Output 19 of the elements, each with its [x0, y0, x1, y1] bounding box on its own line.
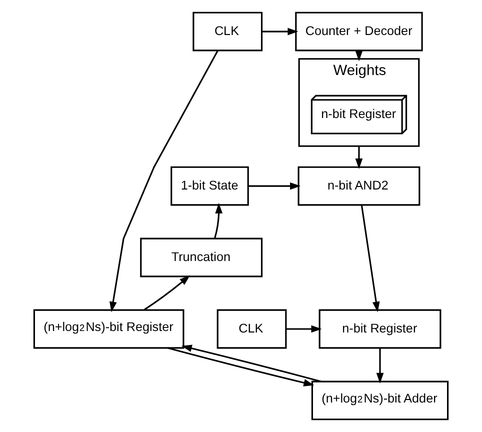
arrow — [262, 28, 298, 36]
node-box: CLK — [192, 12, 263, 52]
node-box: CLK — [216, 309, 287, 349]
node-box: Truncation — [140, 238, 263, 278]
node-box: (n+log2Ns)-bit Adder — [311, 380, 449, 420]
node-box: 1-bit State — [170, 166, 249, 206]
arrow — [360, 205, 380, 312]
node-box: n-bit Register — [318, 309, 442, 349]
arrow — [355, 146, 363, 170]
arrow — [214, 202, 223, 238]
arrow — [376, 348, 384, 384]
node-box: n-bit AND2 — [298, 166, 420, 206]
arrow — [248, 182, 301, 190]
arrow — [144, 275, 190, 310]
arrow — [181, 344, 322, 382]
arrow — [286, 325, 322, 333]
node-box: (n+log2Ns)-bit Register — [33, 309, 184, 349]
arrow — [168, 347, 314, 386]
arrow — [110, 50, 218, 312]
